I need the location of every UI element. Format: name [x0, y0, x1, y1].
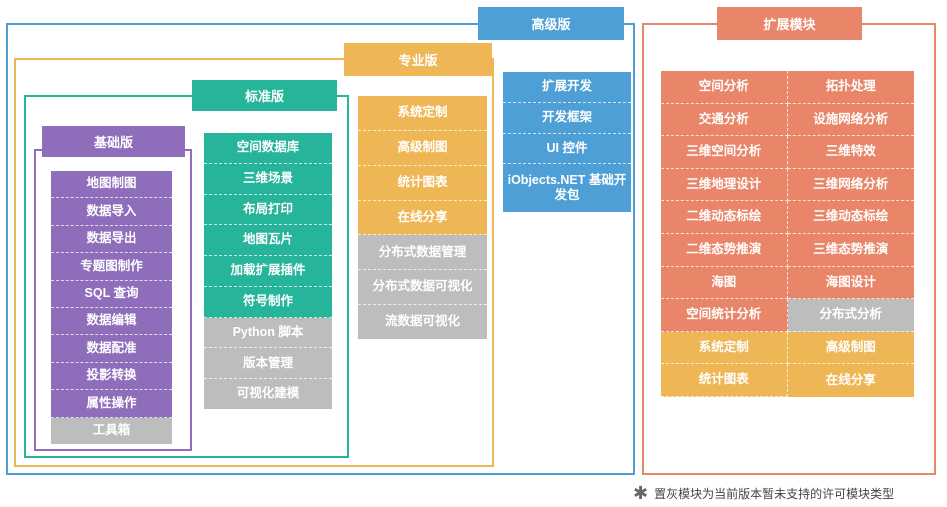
basic-module-item: 数据编辑 — [51, 308, 172, 336]
asterisk-icon: ✱ — [633, 483, 649, 503]
extension-module-item: 三维态势推演 — [787, 233, 914, 267]
extension-module-grid: 空间分析拓扑处理交通分析设施网络分析三维空间分析三维特效三维地理设计三维网络分析… — [661, 71, 914, 397]
extension-module-item: 空间分析 — [661, 71, 788, 104]
extension-module-item: 三维特效 — [787, 136, 914, 169]
standard-module-item: 空间数据库 — [204, 133, 332, 164]
professional-module-item: 流数据可视化 — [358, 305, 487, 340]
professional-module-list: 系统定制高级制图统计图表在线分享分布式数据管理分布式数据可视化流数据可视化 — [358, 96, 487, 340]
basic-module-item: 地图制图 — [51, 171, 172, 199]
standard-edition-title: 标准版 — [192, 80, 337, 111]
professional-module-item: 高级制图 — [358, 130, 487, 166]
standard-module-item: 地图瓦片 — [204, 225, 332, 257]
extension-module-item: 设施网络分析 — [787, 103, 914, 137]
standard-module-item: 布局打印 — [204, 194, 332, 226]
standard-module-item: 版本管理 — [204, 348, 332, 380]
professional-edition-title: 专业版 — [344, 43, 492, 76]
advanced-module-item: 开发框架 — [503, 102, 631, 134]
professional-module-item: 系统定制 — [358, 96, 487, 131]
professional-module-item: 分布式数据管理 — [358, 235, 487, 271]
basic-module-item: 专题图制作 — [51, 253, 172, 281]
extension-module-item: 三维空间分析 — [661, 136, 788, 169]
extension-module-item: 拓扑处理 — [787, 71, 914, 104]
standard-edition-frame — [24, 95, 349, 458]
extension-module-item: 二维动态标绘 — [661, 201, 788, 234]
professional-module-item: 分布式数据可视化 — [358, 270, 487, 306]
standard-module-item: 符号制作 — [204, 286, 332, 318]
basic-module-item: 数据配准 — [51, 335, 172, 363]
basic-module-item: SQL 查询 — [51, 280, 172, 309]
professional-edition-frame — [14, 58, 494, 467]
extension-module-item: 在线分享 — [787, 364, 914, 397]
extension-module-item: 系统定制 — [661, 331, 788, 365]
extension-module-item: 交通分析 — [661, 103, 788, 137]
extension-module-item: 三维网络分析 — [787, 168, 914, 202]
extension-module-item: 海图设计 — [787, 266, 914, 300]
advanced-edition-title: 高级版 — [478, 7, 624, 40]
advanced-edition-frame — [6, 23, 635, 475]
extension-module-item: 分布式分析 — [787, 299, 914, 332]
extension-module-item: 二维态势推演 — [661, 233, 788, 267]
standard-module-item: 加载扩展插件 — [204, 256, 332, 287]
professional-module-item: 在线分享 — [358, 200, 487, 236]
extension-modules-title: 扩展模块 — [717, 7, 862, 40]
basic-module-item: 属性操作 — [51, 390, 172, 418]
extension-module-item: 海图 — [661, 266, 788, 300]
standard-module-item: 可视化建模 — [204, 379, 332, 410]
extension-module-item: 统计图表 — [661, 364, 788, 397]
extension-module-item: 三维动态标绘 — [787, 201, 914, 234]
advanced-module-item: 扩展开发 — [503, 72, 631, 103]
standard-module-item: Python 脚本 — [204, 317, 332, 349]
advanced-module-item: UI 控件 — [503, 133, 631, 165]
basic-module-item: 投影转换 — [51, 362, 172, 391]
extension-module-item: 高级制图 — [787, 331, 914, 365]
advanced-module-item: iObjects.NET 基础开发包 — [503, 164, 631, 212]
footnote: ✱ 置灰模块为当前版本暂未支持的许可模块类型 — [633, 484, 894, 502]
basic-edition-title: 基础版 — [42, 126, 185, 157]
basic-module-item: 工具箱 — [51, 417, 172, 445]
extension-module-item: 空间统计分析 — [661, 299, 788, 332]
professional-module-item: 统计图表 — [358, 165, 487, 201]
standard-module-item: 三维场景 — [204, 163, 332, 195]
footnote-text: 置灰模块为当前版本暂未支持的许可模块类型 — [654, 486, 895, 501]
basic-module-item: 数据导出 — [51, 225, 172, 254]
basic-module-item: 数据导入 — [51, 198, 172, 226]
extension-module-item: 三维地理设计 — [661, 168, 788, 202]
